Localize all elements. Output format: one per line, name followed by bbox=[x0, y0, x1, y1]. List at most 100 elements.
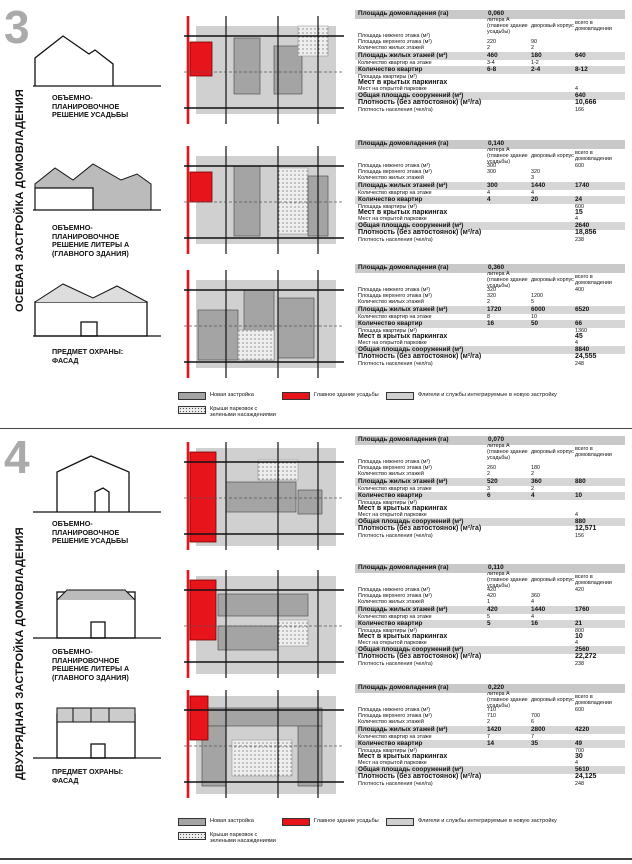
column-headers: литера А (главное здание усадьбы)дворовы… bbox=[355, 146, 625, 166]
row-label: Плотность (без автостоянок) (м²/га) bbox=[358, 353, 482, 361]
column-headers: литера А (главное здание усадьбы)дворовы… bbox=[355, 270, 625, 290]
legend-swatch bbox=[282, 818, 310, 826]
table-row: Площадь квартиры (м²) bbox=[355, 500, 625, 506]
row-value: 248 bbox=[575, 360, 584, 367]
row-label: Площадь верхнего этажа (м²) bbox=[358, 39, 432, 46]
table-row: Плотность (без автостоянок) (м²/га)10,66… bbox=[355, 99, 625, 107]
column-header: дворовый корпус bbox=[531, 276, 574, 283]
row-caption: ПРЕДМЕТ ОХРАНЫ: ФАСАД bbox=[52, 767, 124, 785]
row-label: Плотность (без автостоянок) (м²/га) bbox=[358, 525, 482, 533]
table-row: Площадь нижнего этажа (м²) bbox=[355, 33, 625, 39]
row-label: Мест в крытых паркингах bbox=[358, 505, 448, 513]
column-header: литера А (главное здание усадьбы) bbox=[487, 146, 528, 166]
house-sketch bbox=[33, 163, 161, 211]
row-label: Площадь верхнего этажа (м²) bbox=[358, 593, 432, 600]
house-sketch bbox=[33, 283, 161, 337]
table-row: Плотность населения (чел/га) 248 bbox=[355, 361, 625, 367]
row-label: Площадь верхнего этажа (м²) bbox=[358, 465, 432, 472]
column-header: всего в домовладении bbox=[575, 19, 612, 32]
row-label: Количество квартир bbox=[358, 65, 423, 73]
row-value: 10,666 bbox=[575, 99, 597, 107]
row-label: Плотность (без автостоянок) (м²/га) bbox=[358, 773, 482, 781]
area-value: 0,110 bbox=[488, 564, 504, 572]
area-label: Площадь домовладения (га) bbox=[358, 684, 449, 692]
row-value: 4 bbox=[575, 640, 578, 647]
row-value: 360 bbox=[531, 477, 542, 485]
row-value: 2-4 bbox=[531, 65, 541, 73]
row-value: 2 bbox=[487, 45, 490, 52]
table-header: Площадь домовладения (га)0,140 bbox=[355, 140, 625, 149]
row-value: 7 bbox=[487, 733, 490, 740]
legend-label: Новая застройка bbox=[210, 392, 254, 398]
site-plan bbox=[184, 690, 344, 798]
row-label: Площадь квартиры (м²) bbox=[358, 747, 417, 754]
area-label: Площадь домовладения (га) bbox=[358, 564, 449, 572]
row-value: 600 bbox=[575, 203, 584, 210]
legend-swatch bbox=[282, 392, 310, 400]
table-row: Площадь квартиры (м²) 1360 bbox=[355, 328, 625, 334]
row-label: Площадь нижнего этажа (м²) bbox=[358, 587, 431, 593]
row-label: Мест на открытой парковке bbox=[358, 640, 427, 647]
row-label: Плотность населения (чел/га) bbox=[358, 532, 433, 539]
row-label: Мест на открытой парковке bbox=[358, 216, 427, 223]
row-caption: ПРЕДМЕТ ОХРАНЫ: ФАСАД bbox=[52, 347, 124, 365]
row-value: 6 bbox=[487, 491, 491, 499]
row-value: 6 bbox=[531, 719, 534, 726]
column-header: литера А (главное здание усадьбы) bbox=[487, 270, 528, 290]
row-value: 21 bbox=[575, 619, 583, 627]
table-row: Плотность населения (чел/га)248 bbox=[355, 781, 625, 787]
row-value: 640 bbox=[575, 51, 586, 59]
table-row: Площадь квартиры (м²)800 bbox=[355, 628, 625, 634]
table-row: Площадь квартиры (м²) bbox=[355, 74, 625, 80]
row-value: 66 bbox=[575, 319, 583, 327]
legend-swatch bbox=[178, 392, 206, 400]
row-label: Площадь жилых этажей (м²) bbox=[358, 477, 448, 485]
row-value: 2800 bbox=[531, 725, 546, 733]
row-value: 1360 bbox=[575, 327, 587, 334]
table-row: Плотность (без автостоянок) (м²/га)24,55… bbox=[355, 353, 625, 361]
row-label: Площадь нижнего этажа (м²) bbox=[358, 163, 431, 169]
table-row: Площадь нижнего этажа (м²) bbox=[355, 459, 625, 465]
row-value: 6000 bbox=[531, 305, 546, 313]
row-value: 2 bbox=[487, 299, 490, 306]
row-value: 90 bbox=[531, 39, 537, 46]
row-label: Площадь квартиры (м²) bbox=[358, 499, 417, 506]
row-value: 24,125 bbox=[575, 773, 597, 781]
row-value: 4 bbox=[575, 512, 578, 519]
row-value: 4 bbox=[531, 613, 534, 620]
table-row: Плотность (без автостоянок) (м²/га)12,57… bbox=[355, 525, 625, 533]
row-caption: ОБЪЕМНО- ПЛАНИРОВОЧНОЕ РЕШЕНИЕ ЛИТЕРЫ А … bbox=[52, 647, 130, 682]
row-label: Количество квартир на этаже bbox=[358, 733, 432, 740]
legend-swatch bbox=[386, 392, 414, 400]
table-header: Площадь домовладения (га)0,070 bbox=[355, 436, 625, 445]
area-value: 0,140 bbox=[488, 140, 504, 148]
row-value: 420 bbox=[487, 605, 498, 613]
row-label: Плотность населения (чел/га) bbox=[358, 360, 433, 367]
row-value: 1-2 bbox=[531, 59, 539, 66]
legend-label: Крыши парковок с зелеными насаждениями bbox=[210, 832, 276, 845]
table-row: Плотность (без автостоянок) (м²/га)22,27… bbox=[355, 653, 625, 661]
row-label: Площадь квартиры (м²) bbox=[358, 327, 417, 334]
row-label: Количество квартир bbox=[358, 319, 423, 327]
legend-label: Главное здание усадьбы bbox=[314, 818, 379, 824]
row-value: 1420 bbox=[487, 725, 502, 733]
row-label: Плотность (без автостоянок) (м²/га) bbox=[358, 653, 482, 661]
table-row: Плотность (без автостоянок) (м²/га) 24,12… bbox=[355, 773, 625, 781]
row-label: Количество квартир bbox=[358, 491, 423, 499]
row-label: Общая площадь сооружений (м²) bbox=[358, 92, 464, 100]
